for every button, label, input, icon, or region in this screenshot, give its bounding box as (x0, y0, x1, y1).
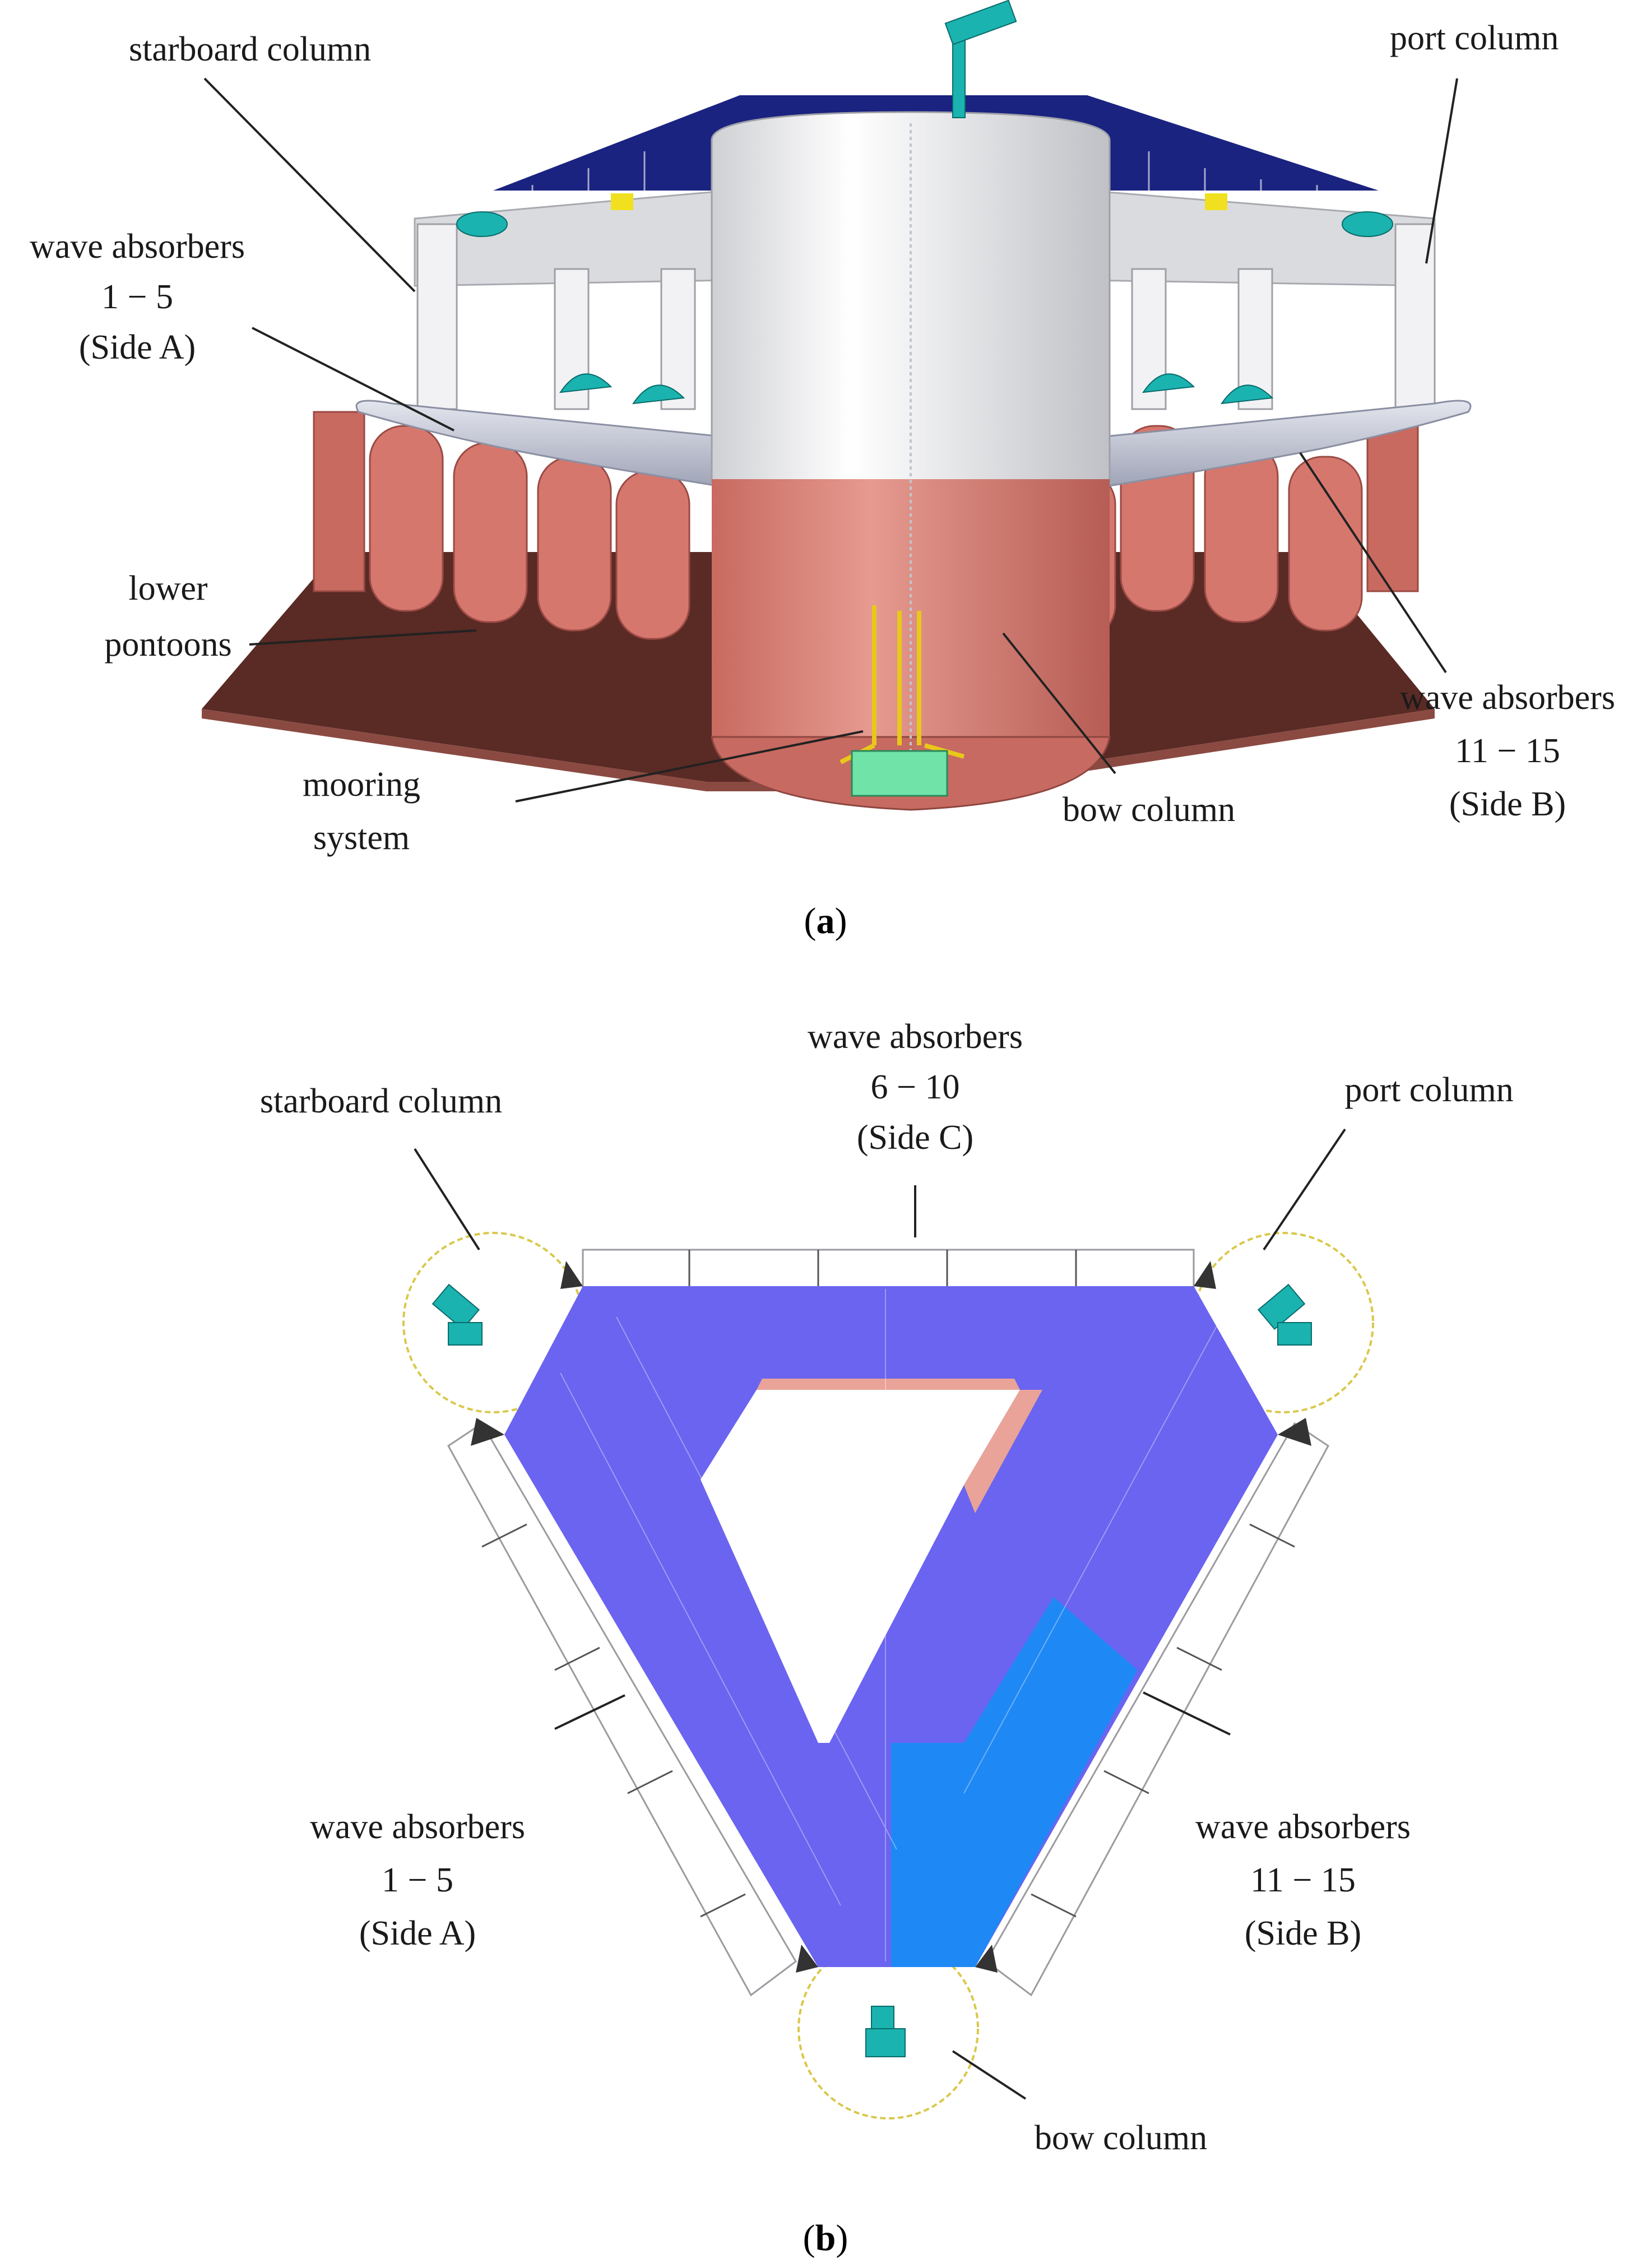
panel-b-leader-lines (414, 1128, 1346, 2100)
label-a-starboard-column: starboard column (129, 30, 371, 68)
label-a-wave-absorbers-side-b-range: 11 − 15 (1455, 732, 1560, 770)
label-a-wave-absorbers-side-b: wave absorbers (1400, 679, 1615, 717)
floater-side-c-outline (582, 1249, 1195, 1290)
label-a-lower-pontoons: lower (128, 569, 208, 607)
label-b-starboard-column: starboard column (260, 1082, 502, 1120)
label-a-wave-absorbers-side-a: wave absorbers (30, 228, 245, 266)
bow-column-white (711, 111, 1111, 483)
floater-side-b (1097, 400, 1472, 489)
label-a-bow-column: bow column (1063, 791, 1235, 829)
panel-b-labels: wave absorbers 6 − 10 (Side C) starboard… (260, 1018, 1514, 2157)
label-b-wave-absorbers-side-a-side: (Side A) (359, 1914, 476, 1952)
floater-side-a (355, 400, 730, 489)
label-a-wave-absorbers-side-a-side: (Side A) (79, 328, 196, 367)
floater-side-a-outline (447, 1422, 797, 1997)
label-b-wave-absorbers-side-b: wave absorbers (1195, 1808, 1411, 1846)
panel-a-render (202, 0, 1472, 811)
label-a-port-column: port column (1390, 19, 1559, 57)
mooring-system-render (840, 605, 965, 797)
absorber-bodies-side-a (313, 411, 690, 640)
caption-b: (b) (803, 2218, 848, 2258)
label-a-mooring-system-2: system (313, 819, 410, 857)
label-b-wave-absorbers-side-a: wave absorbers (310, 1808, 525, 1846)
deck-triangle (504, 1286, 1278, 1967)
label-b-bow-column: bow column (1035, 2119, 1207, 2157)
label-b-wave-absorbers-side-b-range: 11 − 15 (1250, 1861, 1356, 1899)
inner-hole-edge-top (757, 1379, 1020, 1390)
label-a-wave-absorbers-side-b-side: (Side B) (1449, 785, 1566, 823)
label-a-wave-absorbers-side-a-range: 1 − 5 (101, 278, 173, 316)
deck-light-blue-section (891, 1597, 1138, 1967)
panel-b-render (402, 1128, 1374, 2119)
label-b-wave-absorbers-side-c: wave absorbers (808, 1018, 1023, 1056)
label-b-wave-absorbers-side-c-range: 6 − 10 (871, 1068, 960, 1106)
label-b-port-column: port column (1344, 1071, 1513, 1109)
label-b-wave-absorbers-side-b-side: (Side B) (1245, 1914, 1361, 1952)
inner-hole-edge-right (964, 1390, 1042, 1513)
panel-a-leader-lines (203, 77, 1458, 803)
lower-pontoon-edge (202, 709, 1435, 791)
label-b-wave-absorbers-side-c-side: (Side C) (857, 1119, 973, 1157)
label-a-mooring-system: mooring (303, 766, 420, 804)
label-a-lower-pontoons-2: pontoons (104, 625, 231, 664)
panel-a-labels: starboard column port column wave absorb… (30, 19, 1615, 857)
caption-a: (a) (804, 901, 847, 941)
label-b-wave-absorbers-side-a-range: 1 − 5 (382, 1861, 453, 1899)
